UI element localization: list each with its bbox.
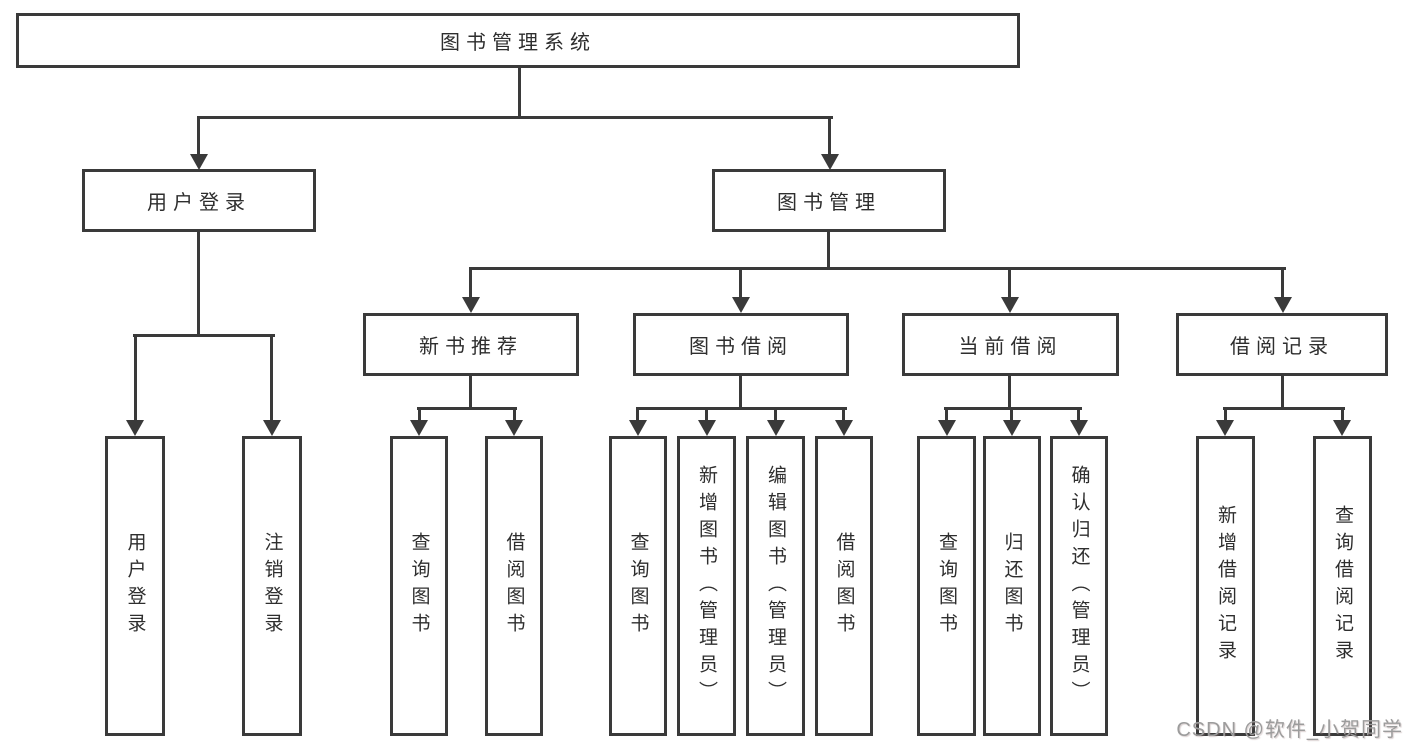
connector-root-trunk bbox=[518, 68, 521, 118]
leaf-edit-books-admin: 编辑图书（管理员） bbox=[746, 436, 805, 736]
connector-stem bbox=[945, 407, 948, 422]
node-new-book-recommend: 新书推荐 bbox=[363, 313, 579, 376]
leaf-confirm-return-admin: 确认归还（管理员） bbox=[1050, 436, 1108, 736]
leaf-query-books-current: 查询图书 bbox=[917, 436, 976, 736]
connector-stem-user-login bbox=[197, 116, 200, 156]
connector-stem bbox=[636, 407, 639, 422]
connector-arrowhead bbox=[410, 420, 428, 436]
connector-book-management-rail bbox=[469, 267, 1286, 270]
connector-stem bbox=[513, 407, 516, 422]
connector-stem bbox=[842, 407, 845, 422]
leaf-return-books: 归还图书 bbox=[983, 436, 1041, 736]
connector-stem-new-book bbox=[469, 267, 472, 299]
connector-root-rail bbox=[197, 116, 833, 119]
connector-arrowhead-user-login bbox=[190, 154, 208, 170]
connector-arrowhead bbox=[505, 420, 523, 436]
connector-arrowhead bbox=[938, 420, 956, 436]
connector-stem bbox=[774, 407, 777, 422]
leaf-logout: 注销登录 bbox=[242, 436, 302, 736]
leaf-add-borrow-record: 新增借阅记录 bbox=[1196, 436, 1255, 736]
leaf-query-books-borrow: 查询图书 bbox=[609, 436, 667, 736]
connector-stem bbox=[1010, 407, 1013, 422]
connector-stem-borrow-records bbox=[1281, 267, 1284, 299]
connector-book-borrow-trunk bbox=[739, 376, 742, 410]
node-book-management: 图书管理 bbox=[712, 169, 946, 232]
connector-arrowhead bbox=[767, 420, 785, 436]
connector-stem bbox=[1224, 407, 1227, 422]
leaf-query-borrow-record: 查询借阅记录 bbox=[1313, 436, 1372, 736]
connector-new-book-rail bbox=[417, 407, 517, 410]
connector-new-book-trunk bbox=[469, 376, 472, 410]
node-book-borrow: 图书借阅 bbox=[633, 313, 849, 376]
leaf-query-books-recommend: 查询图书 bbox=[390, 436, 448, 736]
connector-arrowhead-book-borrow bbox=[732, 297, 750, 313]
connector-stem bbox=[418, 407, 421, 422]
connector-arrowhead-borrow-records bbox=[1274, 297, 1292, 313]
connector-current-borrow-trunk bbox=[1008, 376, 1011, 410]
connector-arrowhead bbox=[1333, 420, 1351, 436]
connector-borrow-records-trunk bbox=[1281, 376, 1284, 410]
connector-arrowhead-current-borrow bbox=[1001, 297, 1019, 313]
connector-arrowhead-new-book bbox=[462, 297, 480, 313]
leaf-borrow-books: 借阅图书 bbox=[815, 436, 873, 736]
leaf-borrow-books-recommend: 借阅图书 bbox=[485, 436, 543, 736]
connector-book-borrow-rail bbox=[636, 407, 847, 410]
connector-stem-book-management bbox=[828, 116, 831, 156]
connector-arrowhead-book-management bbox=[821, 154, 839, 170]
leaf-add-books-admin: 新增图书（管理员） bbox=[677, 436, 736, 736]
connector-stem-current-borrow bbox=[1008, 267, 1011, 299]
connector-arrowhead bbox=[835, 420, 853, 436]
node-borrow-records: 借阅记录 bbox=[1176, 313, 1388, 376]
connector-stem-leaf-logout bbox=[270, 334, 273, 422]
connector-arrowhead bbox=[1070, 420, 1088, 436]
connector-arrowhead bbox=[629, 420, 647, 436]
connector-arrowhead-leaf-login bbox=[126, 420, 144, 436]
node-current-borrow: 当前借阅 bbox=[902, 313, 1119, 376]
connector-arrowhead-leaf-logout bbox=[263, 420, 281, 436]
connector-stem-book-borrow bbox=[739, 267, 742, 299]
connector-stem bbox=[1341, 407, 1344, 422]
connector-user-login-trunk bbox=[197, 232, 200, 337]
node-user-login: 用户登录 bbox=[82, 169, 316, 232]
connector-user-login-rail bbox=[133, 334, 275, 337]
connector-arrowhead bbox=[1003, 420, 1021, 436]
connector-stem bbox=[1077, 407, 1080, 422]
connector-arrowhead bbox=[1216, 420, 1234, 436]
leaf-user-login: 用户登录 bbox=[105, 436, 165, 736]
connector-current-borrow-rail bbox=[944, 407, 1082, 410]
connector-stem-leaf-login bbox=[134, 334, 137, 422]
connector-book-management-trunk bbox=[827, 232, 830, 270]
connector-arrowhead bbox=[698, 420, 716, 436]
node-root-system: 图书管理系统 bbox=[16, 13, 1020, 68]
connector-borrow-records-rail bbox=[1223, 407, 1345, 410]
csdn-watermark: CSDN @软件_小贺同学 bbox=[1176, 719, 1403, 741]
connector-stem bbox=[705, 407, 708, 422]
